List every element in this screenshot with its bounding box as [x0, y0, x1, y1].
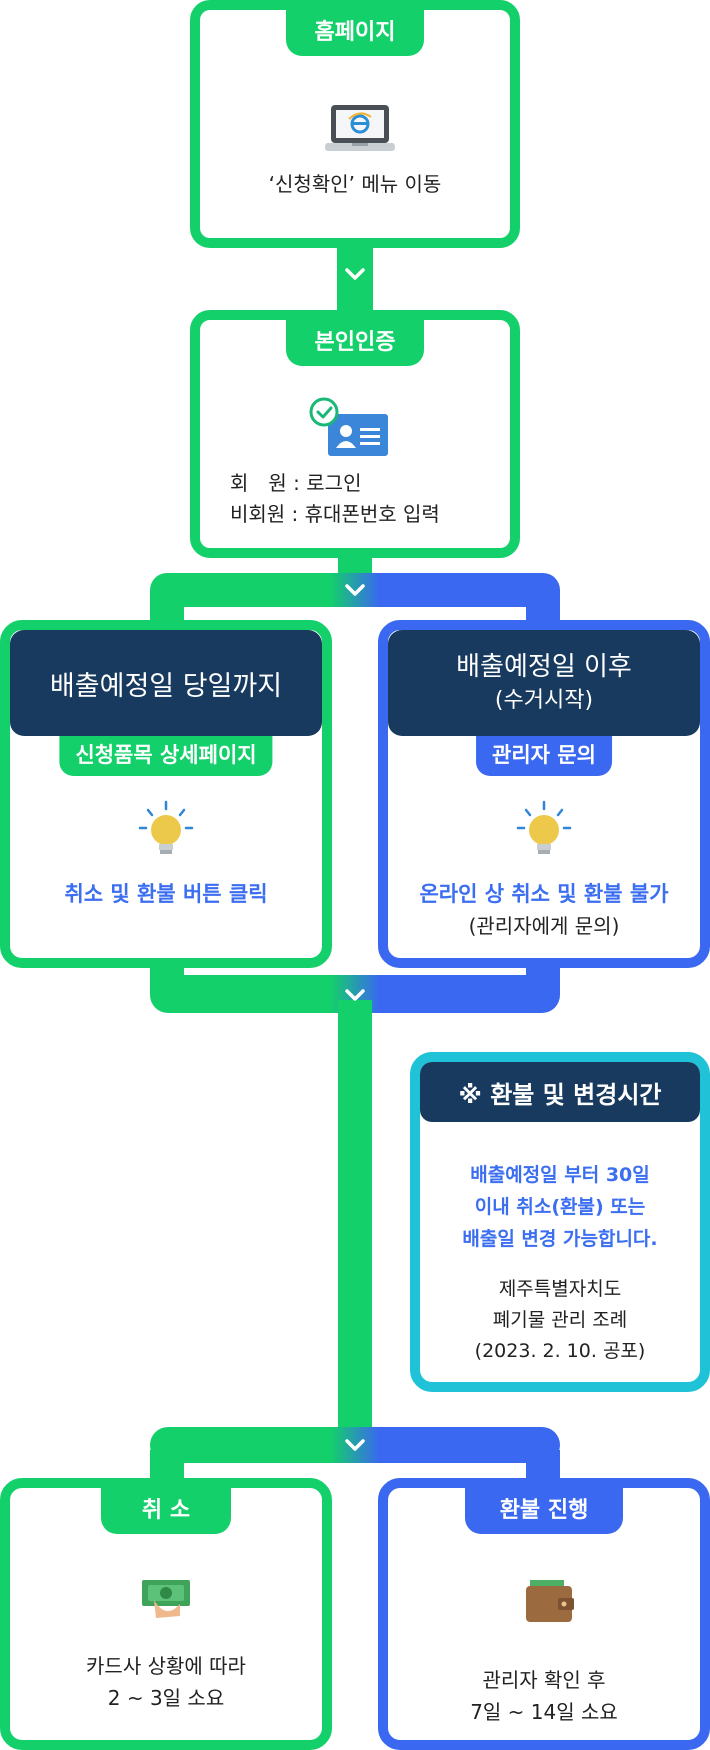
step-homepage-desc: ‘신청확인’ 메뉴 이동 [268, 172, 442, 196]
auth-method-list: 회 원 : 로그인 비회원 : 휴대폰번호 입력 [230, 468, 440, 530]
laptop-browser-icon [325, 103, 395, 159]
auth-guest-row: 비회원 : 휴대폰번호 입력 [230, 499, 440, 530]
step-auth-card: 본인인증 회 원 : 로그인 비회원 : 휴대폰번호 입력 [190, 310, 520, 558]
refund-title: 환불 진행 [465, 1488, 623, 1534]
refund-notice-card: ※ 환불 및 변경시간 배출예정일 부터 30일 이내 취소(환불) 또는 배출… [410, 1052, 710, 1392]
chevron-down-icon [343, 582, 367, 602]
branch-after-subtab: 관리자 문의 [476, 736, 612, 776]
branch-after-subtitle: (수거시작) [494, 688, 594, 713]
refund-card: 환불 진행 관리자 확인 후 7일 ~ 14일 소요 [378, 1478, 710, 1750]
branch-after-header: 배출예정일 이후 (수거시작) [388, 630, 700, 736]
chevron-down-icon [343, 266, 367, 286]
auth-guest-label: 비회원 : [230, 502, 299, 526]
lightbulb-icon [514, 800, 574, 866]
refund-desc-1: 관리자 확인 후 [482, 1668, 606, 1692]
notice-law-3: (2023. 2. 10. 공포) [474, 1340, 646, 1362]
branch-before-subtab: 신청품목 상세페이지 [59, 736, 273, 776]
auth-member-label: 회 원 : [230, 471, 300, 495]
auth-member-value: 로그인 [306, 471, 362, 495]
branch-after-desc: 온라인 상 취소 및 환불 불가 [419, 882, 669, 906]
auth-guest-value: 휴대폰번호 입력 [304, 502, 440, 526]
auth-member-row: 회 원 : 로그인 [230, 468, 440, 499]
cancel-title: 취 소 [101, 1488, 231, 1534]
chevron-down-icon [343, 987, 367, 1007]
notice-highlight-3: 배출일 변경 가능합니다. [462, 1228, 658, 1250]
branch-before-card: 배출예정일 당일까지 신청품목 상세페이지 취소 및 환불 버튼 클릭 [0, 620, 332, 968]
step-homepage-title: 홈페이지 [286, 10, 424, 56]
branch-before-header: 배출예정일 당일까지 [10, 630, 322, 736]
vertical-line [338, 1000, 372, 1450]
branch-bar-bottom [150, 1427, 560, 1463]
notice-law-1: 제주특별자치도 [498, 1278, 622, 1300]
money-hand-icon [140, 1570, 194, 1626]
branch-before-title: 배출예정일 당일까지 [49, 670, 283, 702]
cancel-desc-2: 2 ~ 3일 소요 [107, 1686, 225, 1710]
step-homepage-card: 홈페이지 ‘신청확인’ 메뉴 이동 [190, 0, 520, 248]
wallet-icon [524, 1578, 576, 1630]
step-auth-title: 본인인증 [286, 320, 424, 366]
cancel-card: 취 소 카드사 상황에 따라 2 ~ 3일 소요 [0, 1478, 332, 1750]
refund-notice-title: ※ 환불 및 변경시간 [458, 1080, 662, 1109]
branch-after-desc-note: (관리자에게 문의) [468, 914, 620, 938]
branch-bar-top [150, 573, 560, 607]
refund-desc-2: 7일 ~ 14일 소요 [470, 1700, 618, 1724]
notice-law-2: 폐기물 관리 조례 [492, 1309, 628, 1331]
branch-after-card: 배출예정일 이후 (수거시작) 관리자 문의 온라인 상 취소 및 환불 불가 … [378, 620, 710, 968]
cancel-desc-1: 카드사 상황에 따라 [86, 1654, 246, 1678]
notice-highlight-1: 배출예정일 부터 30일 [470, 1164, 650, 1186]
refund-notice-header: ※ 환불 및 변경시간 [420, 1062, 700, 1122]
branch-after-title: 배출예정일 이후 [456, 652, 632, 682]
merge-bar [150, 975, 560, 1013]
lightbulb-icon [136, 800, 196, 866]
branch-before-desc: 취소 및 환불 버튼 클릭 [64, 882, 268, 906]
notice-highlight-2: 이내 취소(환불) 또는 [474, 1196, 646, 1218]
chevron-down-icon [343, 1437, 367, 1457]
id-card-check-icon [309, 397, 392, 464]
